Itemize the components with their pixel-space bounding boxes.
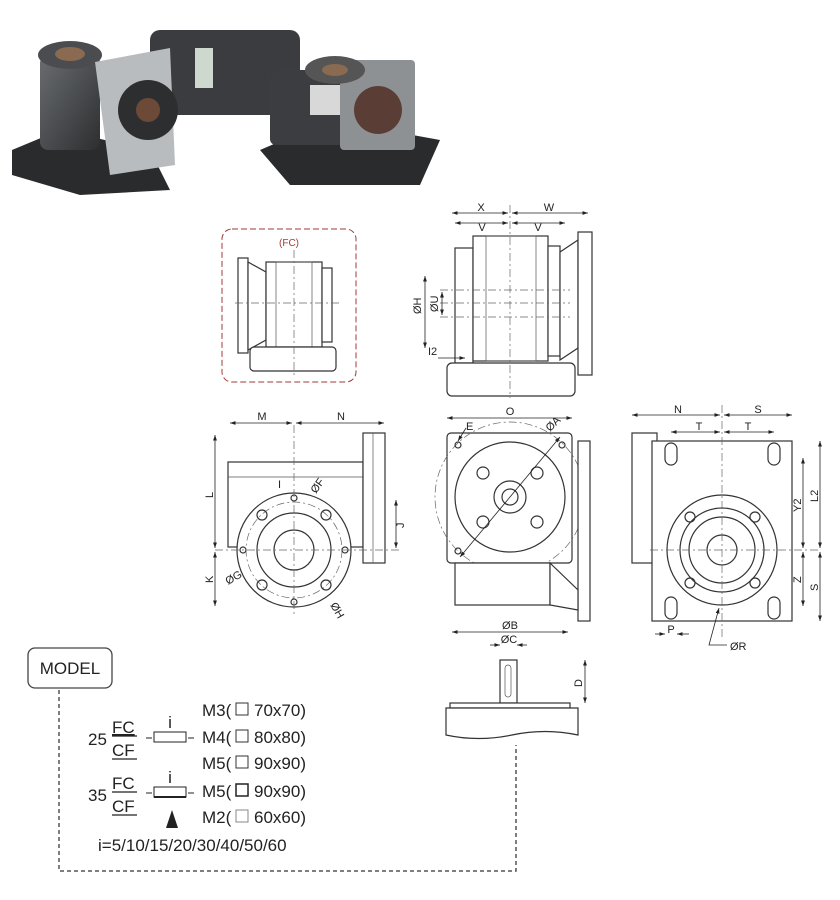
top-view: X W V V ØH ØU I2 <box>412 202 593 398</box>
model-code: MODEL 25 FC CF i 35 FC CF i M3( 70x70) M… <box>27 647 517 872</box>
dim-k: K <box>204 575 216 583</box>
ratio-symbol-35: i <box>168 768 172 787</box>
dim-v-right: V <box>534 222 542 234</box>
dim-i: I <box>278 479 281 491</box>
fc-variant-view: (FC) <box>221 228 357 383</box>
svg-text:90x90): 90x90) <box>254 754 306 773</box>
dim-p: P <box>667 624 674 636</box>
dim-r: ØR <box>730 641 747 653</box>
fc-label: (FC) <box>279 238 299 249</box>
motor-option: M3( 70x70) <box>202 701 306 720</box>
dim-e: E <box>466 421 473 433</box>
dim-o: O <box>506 406 515 418</box>
dim-x: X <box>477 202 485 214</box>
dim-i2: I2 <box>428 346 437 358</box>
dim-n-rear: N <box>674 404 682 416</box>
dim-t-right: T <box>745 421 752 433</box>
dim-h: ØH <box>412 297 424 314</box>
dim-l2: L2 <box>809 490 821 502</box>
type-cf: CF <box>112 741 135 760</box>
motor-option: M5( 90x90) <box>202 754 306 773</box>
motor-option: M2( 60x60) <box>202 808 306 827</box>
face-view: O E ØA <box>434 406 591 622</box>
ratio-pointer-icon <box>166 810 178 828</box>
size-35: 35 <box>88 786 107 805</box>
rear-view: N S T T Y2 L2 Z S P ØR <box>631 404 822 653</box>
svg-text:80x80): 80x80) <box>254 728 306 747</box>
dim-y2: Y2 <box>792 499 804 512</box>
svg-text:60x60): 60x60) <box>254 808 306 827</box>
dim-s-side: S <box>809 584 821 591</box>
product-photo <box>12 30 440 195</box>
ratio-symbol-25: i <box>168 713 172 732</box>
svg-text:M5(: M5( <box>202 754 232 773</box>
svg-text:M2(: M2( <box>202 808 232 827</box>
type-fc-35: FC <box>112 774 135 793</box>
svg-text:90x90): 90x90) <box>254 782 306 801</box>
dim-d: D <box>573 679 585 687</box>
dim-t-left: T <box>696 421 703 433</box>
motor-option: M4( 80x80) <box>202 728 306 747</box>
dim-c: ØC <box>501 634 518 646</box>
shaft-view: ØB ØC D <box>445 620 587 740</box>
dim-z: Z <box>792 576 804 583</box>
svg-text:M4(: M4( <box>202 728 232 747</box>
size-25: 25 <box>88 730 107 749</box>
motor-option: M5( 90x90) <box>202 782 306 801</box>
model-title: MODEL <box>40 659 100 678</box>
dim-h-side: ØH <box>327 601 346 621</box>
dim-a: ØA <box>544 414 564 434</box>
dim-w: W <box>544 202 555 214</box>
dim-j: J <box>395 523 407 529</box>
svg-text:M3(: M3( <box>202 701 232 720</box>
type-cf-35: CF <box>112 797 135 816</box>
ratio-list: i=5/10/15/20/30/40/50/60 <box>98 836 287 855</box>
dim-m: M <box>257 411 266 423</box>
side-view: M N L K J I ØF ØG ØH <box>204 411 407 621</box>
dim-n: N <box>337 411 345 423</box>
svg-text:70x70): 70x70) <box>254 701 306 720</box>
type-fc: FC <box>112 718 135 737</box>
dim-v-left: V <box>478 222 486 234</box>
dim-b: ØB <box>502 620 518 632</box>
svg-text:M5(: M5( <box>202 782 232 801</box>
dim-s-top: S <box>754 404 761 416</box>
dim-u: ØU <box>429 295 441 312</box>
dim-l: L <box>204 492 216 498</box>
